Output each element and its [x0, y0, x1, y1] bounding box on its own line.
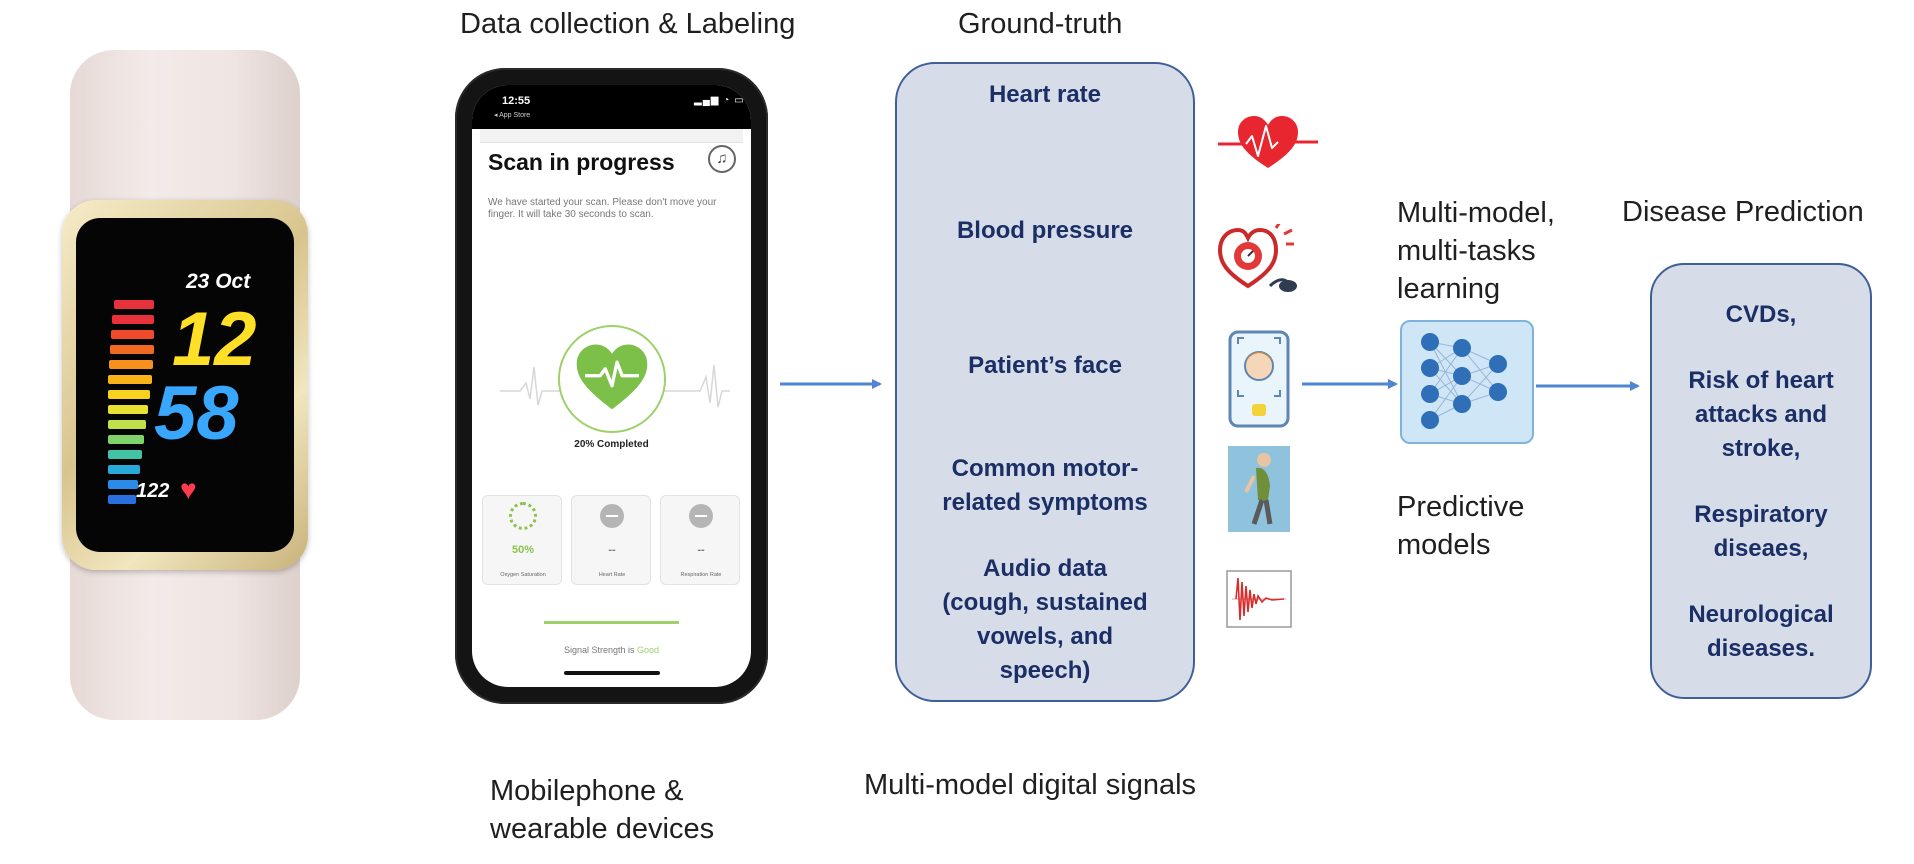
oxygen-saturation-tile[interactable]: 50% Oxygen Saturation [482, 495, 562, 585]
predictive-line-1: Predictive [1397, 491, 1525, 523]
header-multi-model: Multi-model, multi-tasks learning [1397, 194, 1555, 308]
disease-cvds-text: CVDs, [1725, 301, 1797, 328]
status-time: 12:55 [502, 95, 531, 107]
scan-progress-text: 20% Completed [574, 439, 649, 450]
signal-strength-bar [544, 621, 679, 624]
ground-truth-box [895, 62, 1195, 702]
disease-heart-attack-line-1: Risk of heart [1688, 367, 1834, 394]
minus-icon [689, 504, 713, 528]
multi-model-line-1: Multi-model, [1397, 197, 1555, 229]
neural-network-icon [1421, 333, 1507, 429]
respiration-rate-value: -- [697, 544, 705, 556]
gt-motor-symptoms-line-2: related symptoms [942, 489, 1148, 516]
signals-caption: Multi-model digital signals [864, 769, 1197, 801]
disease-neurological: Neurological diseases. [1650, 598, 1872, 666]
gt-patient-face-text: Patient’s face [968, 352, 1122, 379]
blood-pressure-icon [1218, 224, 1297, 292]
gt-heart-rate: Heart rate [895, 78, 1195, 112]
multi-model-line-3: learning [1397, 273, 1501, 305]
gt-heart-rate-text: Heart rate [988, 81, 1102, 108]
heart-rate-label: Heart Rate [598, 572, 626, 578]
signal-strength-value: Good [637, 645, 660, 655]
gt-audio-line-2: (cough, sustained [942, 589, 1148, 616]
disease-respiratory: Respiratory diseaes, [1650, 498, 1872, 566]
disease-prediction-box [1650, 263, 1872, 699]
home-indicator [564, 671, 660, 675]
minus-icon [600, 504, 624, 528]
tracker-screen: 23 Oct 12 58 122 ♥ [76, 218, 294, 552]
signal-strength-text: Signal Strength is Good [472, 645, 751, 655]
watch-hour: 12 [172, 297, 257, 382]
devices-line-2: wearable devices [490, 813, 715, 845]
respiration-rate-tile[interactable]: -- Respiration Rate [660, 495, 740, 585]
gt-audio-data: Audio data (cough, sustained vowels, and… [895, 552, 1195, 688]
header-data-collection: Data collection & Labeling [460, 8, 796, 40]
green-heart-icon [576, 344, 648, 410]
signal-strength-prefix: Signal Strength is [563, 645, 635, 655]
watch-heart-rate: 122 [136, 480, 170, 502]
heart-progress-ring [558, 325, 666, 433]
scan-title: Scan in progress [488, 149, 675, 175]
header-disease-prediction: Disease Prediction [1622, 196, 1864, 228]
gt-motor-symptoms-line-1: Common motor- [951, 455, 1139, 482]
face-scan-icon [1228, 330, 1290, 428]
disease-heart-attack-line-3: stroke, [1721, 435, 1801, 462]
scan-description: We have started your scan. Please don't … [488, 197, 717, 220]
audio-waveform-icon [1226, 570, 1292, 628]
gt-motor-symptoms: Common motor- related symptoms [895, 452, 1195, 520]
respiration-rate-label: Respiration Rate [680, 572, 722, 578]
predictive-models-caption: Predictive models [1397, 488, 1524, 564]
heart-zone-bars [102, 300, 154, 510]
header-ground-truth: Ground-truth [958, 8, 1123, 40]
walking-patient-icon [1228, 446, 1290, 532]
gt-patient-face: Patient’s face [895, 349, 1195, 383]
gt-audio-line-3: vowels, and [976, 623, 1114, 650]
heart-rate-tile[interactable]: -- Heart Rate [571, 495, 651, 585]
sheet-handle [480, 129, 743, 143]
devices-caption: Mobilephone & wearable devices [490, 772, 714, 848]
oxygen-saturation-value: 50% [511, 544, 535, 556]
heart-rate-value: -- [608, 544, 616, 556]
gt-blood-pressure-text: Blood pressure [956, 217, 1134, 244]
disease-cvds: CVDs, [1650, 298, 1872, 332]
back-to-app-store[interactable]: ◂ App Store [494, 112, 531, 119]
loading-spinner-icon [509, 502, 537, 530]
music-icon[interactable]: ♫ [708, 145, 736, 173]
disease-heart-attack: Risk of heart attacks and stroke, [1650, 364, 1872, 466]
phone-screen: 12:55 ◂ App Store ▂▄▆ ◔ ▭ Scan in progre… [472, 85, 751, 687]
gt-blood-pressure: Blood pressure [895, 214, 1195, 248]
signal-wifi-battery-icon: ▂▄▆ ◔ ▭ [694, 95, 745, 106]
devices-line-1: Mobilephone & [490, 775, 684, 807]
multi-model-line-2: multi-tasks [1397, 235, 1536, 267]
predictive-line-2: models [1397, 529, 1491, 561]
heart-icon: ♥ [180, 474, 197, 505]
watch-minute: 58 [154, 371, 239, 456]
fitbit-wearable: 23 Oct 12 58 122 ♥ [0, 0, 370, 864]
oxygen-saturation-label: Oxygen Saturation [500, 572, 546, 578]
disease-neurological-line-1: Neurological [1688, 601, 1834, 628]
disease-neurological-line-2: diseases. [1706, 635, 1816, 662]
gt-audio-line-4: speech) [999, 657, 1091, 684]
heart-ecg-icon [1218, 116, 1318, 168]
disease-heart-attack-line-2: attacks and [1694, 401, 1828, 428]
watch-date: 23 Oct [186, 270, 251, 293]
gt-audio-line-1: Audio data [983, 555, 1107, 582]
disease-respiratory-line-1: Respiratory [1694, 501, 1828, 528]
phone-notch [564, 85, 660, 107]
disease-respiratory-line-2: diseaes, [1713, 535, 1809, 562]
